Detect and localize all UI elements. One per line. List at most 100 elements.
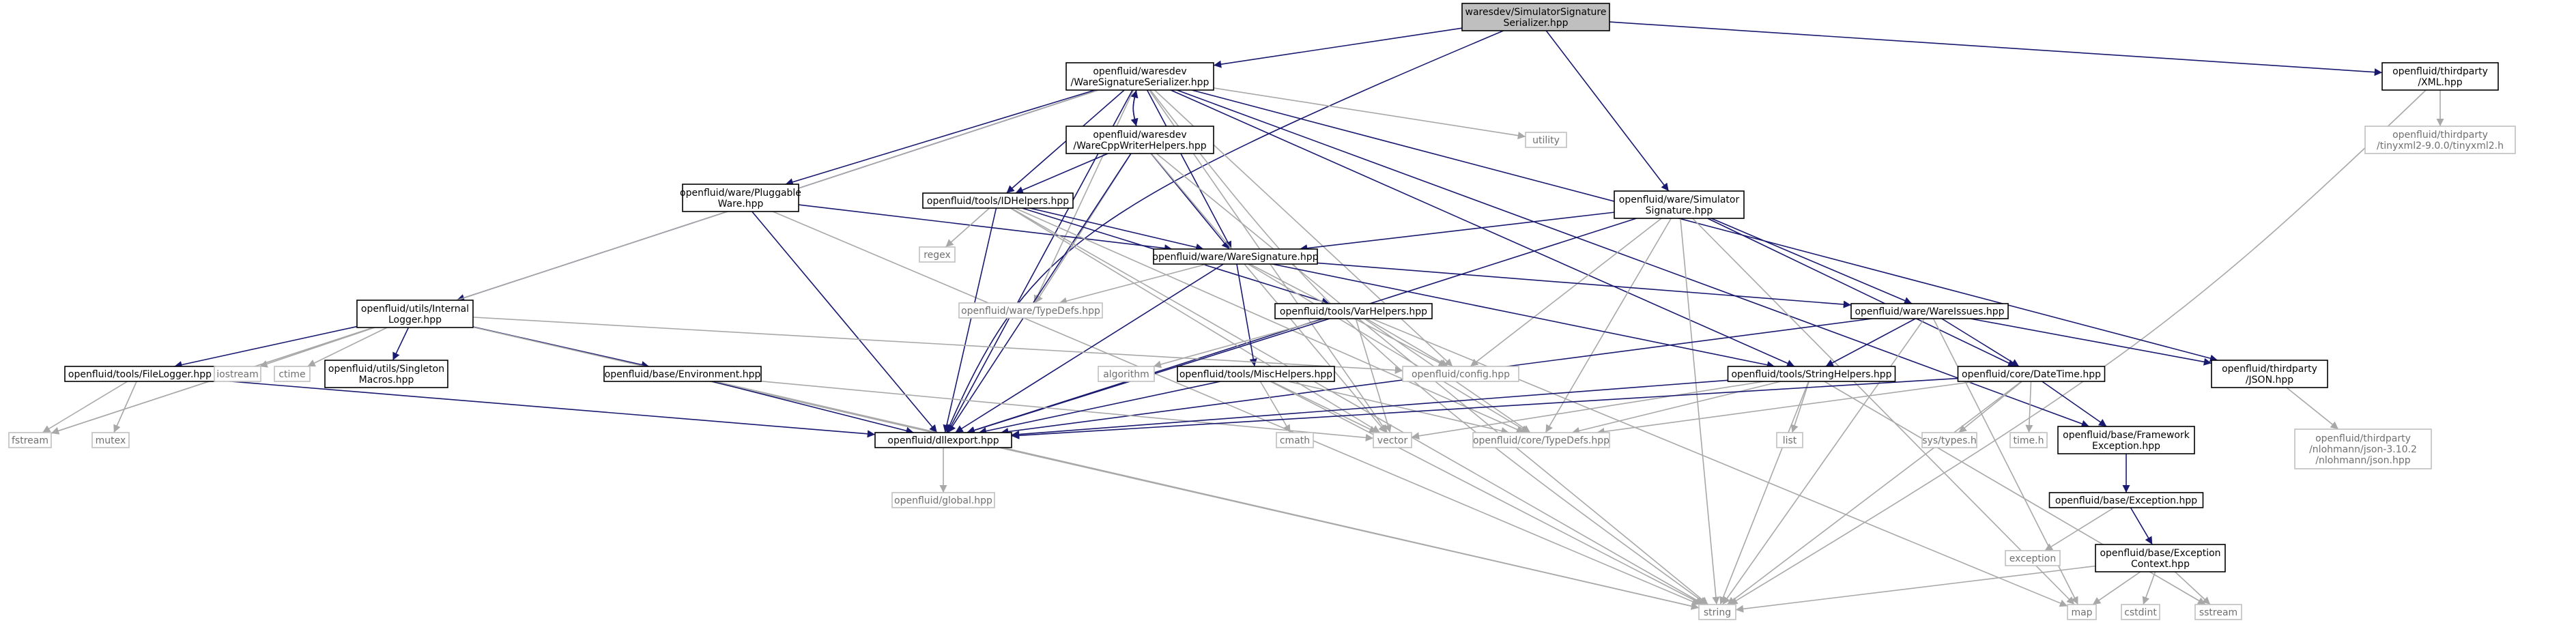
edge-line [945,207,990,248]
edge-line [1719,381,1809,605]
node-label: openfluid/config.hpp [1412,369,1510,380]
edge-line [2286,387,2339,430]
node-label: list [1783,435,1797,446]
node-box [2194,604,2242,620]
edge-wareissues-to-json [1970,318,2212,366]
node-stringhelpers[interactable]: openfluid/tools/StringHelpers.hpp [1727,366,1896,382]
edge-wcpp-to-dllexport [947,153,1132,433]
node-waresig[interactable]: openfluid/ware/WareSignature.hpp [1152,248,1319,265]
node-box [324,360,448,388]
edge-stringhelpers-to-vector [1411,381,1764,440]
edge-root-to-xml [1609,21,2383,76]
node-fstream: fstream [8,432,52,448]
node-mischelpers[interactable]: openfluid/tools/MiscHelpers.hpp [1177,366,1335,382]
node-vector: vector [1373,432,1412,448]
node-label: openfluid/ware/Simulator [1619,194,1740,205]
edge-line [1545,30,1670,192]
node-box [8,432,52,448]
edge-line [214,379,876,438]
node-label: map [2071,607,2092,618]
edge-line [1010,207,1705,605]
edge-line [1680,218,1720,605]
edge-line [1825,318,1916,367]
edge-line [392,327,410,361]
node-typedefsware: openfluid/ware/TypeDefs.hpp [958,302,1103,319]
node-idhelpers[interactable]: openfluid/tools/IDHelpers.hpp [922,192,1074,209]
node-algorithm: algorithm [1098,366,1155,382]
node-label: /nlohmann/json.hpp [2315,455,2410,466]
node-xml[interactable]: openfluid/thirdparty/XML.hpp [2381,62,2499,91]
edge-line [943,207,997,433]
edge-filelogger-to-mutex [113,381,137,433]
edge-waresig-to-typedefsware [1059,263,1207,305]
edge-line [2142,571,2156,605]
node-environment[interactable]: openfluid/base/Environment.hpp [603,366,762,382]
edge-line [715,381,1700,610]
edge-line [2174,571,2211,605]
edge-mischelpers-to-vector [1271,381,1377,433]
node-wareissues[interactable]: openfluid/ware/WareIssues.hpp [1850,303,2009,319]
edge-line [1259,381,1291,433]
node-label: openfluid/base/Framework [2063,430,2190,441]
node-box [1614,190,1745,219]
node-varhelpers[interactable]: openfluid/tools/VarHelpers.hpp [1274,303,1433,319]
node-wcpp[interactable]: openfluid/waresdev/WareCppWriterHelpers.… [1065,126,1214,154]
edge-line [1011,379,1728,439]
node-regex: regex [919,246,956,263]
edge-wss-to-utility [1213,87,1526,140]
edge-logger-to-ctime [307,327,388,367]
node-exception: exception [2005,550,2061,566]
node-filelogger[interactable]: openfluid/tools/FileLogger.hpp [64,366,216,382]
node-label: openfluid/utils/Singleton [328,364,444,375]
edge-waresig-to-mischelpers [1236,263,1257,367]
node-label: /nlohmann/json-3.10.2 [2309,444,2417,455]
node-json[interactable]: openfluid/thirdparty/JSON.hpp [2211,360,2328,388]
edge-line [1247,263,1530,433]
edge-line [1707,218,2016,367]
node-label: openfluid/core/DateTime.hpp [1962,369,2101,380]
node-label: openfluid/ware/WareIssues.hpp [1855,306,2004,317]
edge-simsig-to-wareissues [1711,218,1913,304]
edge-line [1288,381,1509,435]
node-simsig[interactable]: openfluid/ware/SimulatorSignature.hpp [1614,190,1745,219]
node-label: openfluid/utils/Internal [361,304,469,315]
edge-line [1271,381,1377,433]
node-box [919,246,956,263]
edge-mischelpers-to-cmath [1259,381,1291,433]
node-wss[interactable]: openfluid/waresdev/WareSignatureSerializ… [1065,62,1214,91]
edge-line [1571,381,1781,435]
node-root[interactable]: waresdev/SimulatorSignatureSerializer.hp… [1461,3,1610,31]
node-mutex: mutex [91,432,130,448]
node-label: fstream [12,435,48,446]
edge-line [1010,207,1381,433]
node-label: Serializer.hpp [1503,18,1568,29]
edge-line [1729,89,2427,605]
edge-logger-to-singleton [392,327,410,361]
node-ctime: ctime [274,366,311,382]
edge-line [1470,218,1662,367]
node-box [2381,62,2499,91]
node-box [2364,126,2516,154]
edge-varhelpers-to-algorithm [1153,318,1327,368]
node-label: /WareSignatureSerializer.hpp [1071,77,1210,88]
node-label: vector [1377,435,1408,446]
edge-line [1191,89,2218,362]
edge-line [2092,571,2141,605]
edge-simsig-to-config [1470,218,1662,367]
edge-line [760,380,1374,441]
node-label: openfluid/global.hpp [894,495,992,506]
edge-varhelpers-to-vector [1355,318,1392,433]
edge-line [307,327,388,367]
node-baseexception[interactable]: openfluid/base/Exception.hpp [2048,492,2204,508]
edge-line [2042,381,2107,427]
node-box [1472,432,1610,448]
node-datetime[interactable]: openfluid/core/DateTime.hpp [1957,366,2106,382]
node-box [274,366,311,382]
node-label: Context.hpp [2131,559,2190,570]
node-dllexport[interactable]: openfluid/dllexport.hpp [874,432,1012,448]
